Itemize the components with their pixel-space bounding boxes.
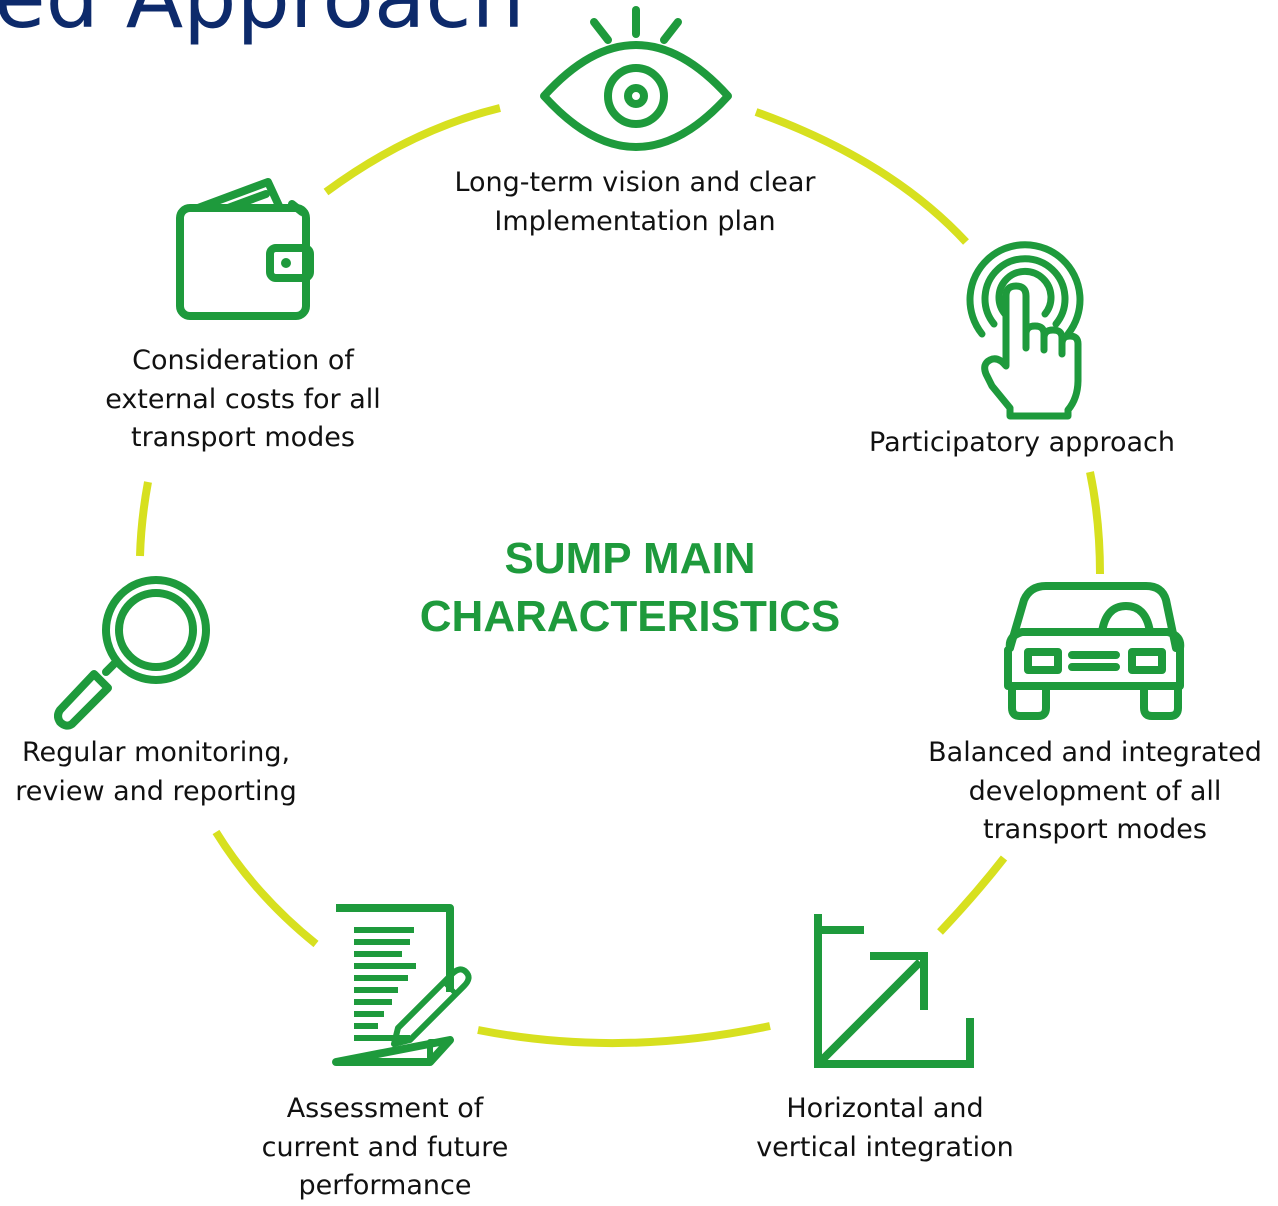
document-pencil-icon xyxy=(332,904,472,1066)
item-label: Assessment of current and future perform… xyxy=(261,1093,509,1201)
magnifier-icon xyxy=(54,576,210,730)
ring-segment xyxy=(754,108,969,245)
item-label: Long-term vision and clear Implementatio… xyxy=(454,167,816,237)
ring-segment xyxy=(937,855,1008,935)
ring-segment xyxy=(323,104,501,196)
wallet-icon xyxy=(176,178,314,320)
ring-segment xyxy=(136,481,152,557)
eye-icon xyxy=(540,6,732,151)
item-label: Participatory approach xyxy=(869,427,1175,458)
car-icon xyxy=(1004,582,1185,720)
item-label: Regular monitoring, review and reporting xyxy=(15,737,297,807)
touch-hand-icon xyxy=(966,241,1084,420)
ring-segment xyxy=(212,829,319,948)
page-title: ed Approach xyxy=(0,0,525,48)
ring-segment xyxy=(1086,471,1104,575)
item-label: Balanced and integrated development of a… xyxy=(928,737,1262,845)
center-title: SUMP MAIN CHARACTERISTICS xyxy=(419,534,841,641)
ring-segment xyxy=(477,1022,771,1048)
item-label: Horizontal and vertical integration xyxy=(756,1093,1014,1163)
item-label: Consideration of external costs for all … xyxy=(105,345,381,453)
diagonal-arrow-icon xyxy=(814,914,974,1068)
